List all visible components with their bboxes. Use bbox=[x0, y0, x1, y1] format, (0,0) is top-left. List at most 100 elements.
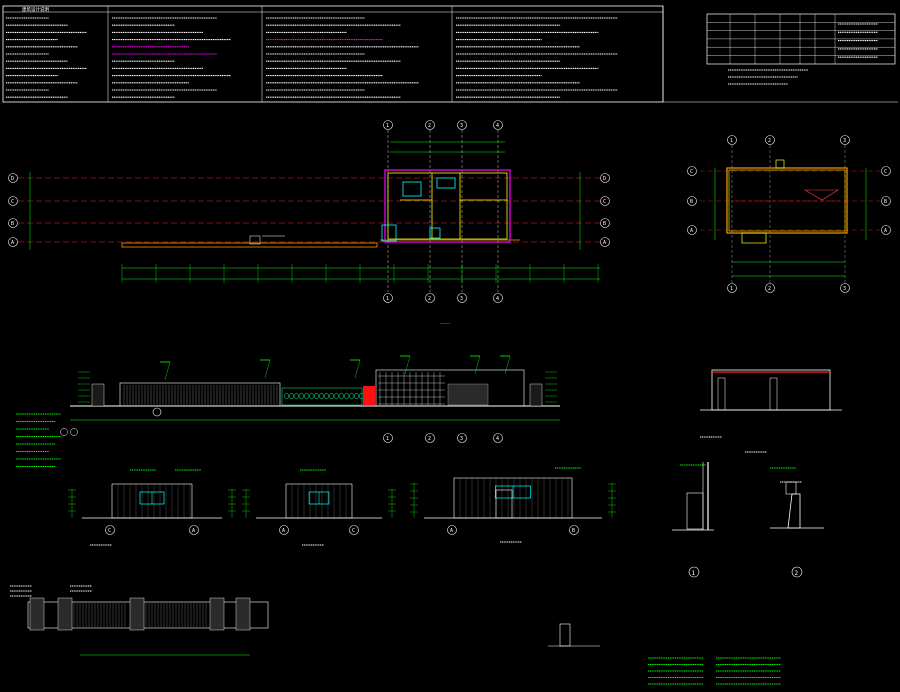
wall-details: 1 2 bbox=[672, 462, 824, 578]
axis-bubble bbox=[447, 525, 457, 535]
axis-bubble bbox=[349, 525, 359, 535]
axis-bubble-label: 2 bbox=[768, 138, 771, 144]
axis-bubble bbox=[279, 525, 289, 535]
axis-bubble bbox=[493, 433, 503, 443]
curtain-wall-grid bbox=[378, 372, 445, 405]
fence-post bbox=[129, 597, 145, 631]
axis-bubble bbox=[425, 293, 435, 303]
axis-bubble bbox=[8, 173, 18, 183]
axis-bubble-label: B bbox=[690, 199, 693, 205]
axis-bubble-label: D bbox=[11, 176, 14, 182]
axis-bubble bbox=[383, 433, 393, 443]
svg-text:2: 2 bbox=[795, 570, 799, 577]
axis-bubble bbox=[765, 135, 775, 145]
axis-bubble-label: 1 bbox=[386, 436, 389, 442]
schedule-grid bbox=[707, 14, 895, 64]
axis-bubble-label: B bbox=[11, 221, 14, 227]
axis-bubble-label: 3 bbox=[843, 286, 846, 292]
svg-text:____: ____ bbox=[440, 319, 450, 324]
axis-bubble bbox=[727, 135, 737, 145]
axis-bubble bbox=[727, 283, 737, 293]
axis-bubble bbox=[600, 196, 610, 206]
axis-bubble-label: 3 bbox=[843, 138, 846, 144]
axis-bubble-label: A bbox=[884, 228, 887, 234]
axis-bubble bbox=[425, 433, 435, 443]
axis-bubble-label: C bbox=[884, 169, 887, 175]
axis-bubble-label: 1 bbox=[730, 138, 733, 144]
drawing-line bbox=[504, 355, 511, 375]
axis-bubble bbox=[600, 173, 610, 183]
axis-bubble bbox=[425, 120, 435, 130]
gate-post-detail bbox=[548, 623, 781, 685]
axis-bubble-label: 1 bbox=[730, 286, 733, 292]
axis-bubble-label: 4 bbox=[496, 296, 499, 302]
fence-post bbox=[209, 597, 225, 631]
axis-bubble-label: 3 bbox=[460, 436, 463, 442]
axis-bubble-label: 1 bbox=[386, 123, 389, 129]
axis-bubble bbox=[189, 525, 199, 535]
axis-bubble bbox=[8, 218, 18, 228]
axis-bubble bbox=[457, 433, 467, 443]
fence-elevation bbox=[10, 585, 269, 656]
axis-bubble bbox=[383, 293, 393, 303]
axis-bubble bbox=[881, 166, 891, 176]
axis-bubble bbox=[457, 120, 467, 130]
svg-text:1: 1 bbox=[692, 570, 696, 577]
axis-bubble bbox=[600, 218, 610, 228]
fence-pattern bbox=[283, 392, 365, 400]
axis-bubble bbox=[8, 237, 18, 247]
axis-bubble bbox=[687, 166, 697, 176]
door bbox=[495, 489, 513, 519]
axis-bubble-label: 3 bbox=[460, 296, 463, 302]
axis-bubble-label: A bbox=[450, 528, 453, 534]
axis-bubble-label: A bbox=[11, 240, 14, 246]
axis-bubble-label: B bbox=[603, 221, 606, 227]
axis-bubble bbox=[840, 135, 850, 145]
axis-bubble bbox=[840, 283, 850, 293]
axis-bubble-label: A bbox=[282, 528, 285, 534]
axis-bubble-label: 4 bbox=[496, 436, 499, 442]
axis-bubble-label: C bbox=[11, 199, 14, 205]
fence-post bbox=[29, 597, 45, 631]
axis-bubble-label: 2 bbox=[428, 123, 431, 129]
axis-bubble-label: C bbox=[352, 528, 355, 534]
fence-bars bbox=[123, 385, 278, 405]
notes-text-lines bbox=[6, 17, 618, 98]
schedule-notes bbox=[728, 69, 808, 85]
symbol bbox=[60, 428, 68, 436]
axis-bubble-label: C bbox=[690, 169, 693, 175]
axis-bubble-label: A bbox=[690, 228, 693, 234]
axis-bubble bbox=[569, 525, 579, 535]
drawing-line bbox=[354, 359, 361, 379]
axis-bubble bbox=[383, 120, 393, 130]
notes-title: 建筑设计说明 bbox=[22, 6, 49, 13]
axis-bubble-label: C bbox=[108, 528, 111, 534]
drawing-line bbox=[164, 361, 171, 381]
axis-bubble-label: 2 bbox=[428, 436, 431, 442]
axis-bubble-label: B bbox=[572, 528, 575, 534]
axis-bubble bbox=[881, 196, 891, 206]
axis-bubble-label: 2 bbox=[768, 286, 771, 292]
axis-bubble-label: 3 bbox=[460, 123, 463, 129]
axis-bubble-label: 1 bbox=[386, 296, 389, 302]
axis-bubble-label: A bbox=[603, 240, 606, 246]
axis-bubble bbox=[687, 196, 697, 206]
axis-bubble-label: 4 bbox=[496, 123, 499, 129]
drawing-line bbox=[264, 359, 271, 379]
axis-bubble-label: B bbox=[884, 199, 887, 205]
fence-post bbox=[57, 597, 73, 631]
detail-marker-1 bbox=[688, 566, 700, 578]
axis-bubble bbox=[8, 196, 18, 206]
roof-plan: C C B B A A 1 1 2 2 3 3 bbox=[687, 135, 891, 293]
axis-bubble bbox=[105, 525, 115, 535]
axis-bubble bbox=[493, 120, 503, 130]
front-elevation bbox=[70, 369, 560, 417]
axis-bubble bbox=[765, 283, 775, 293]
dimension-annotations: 1 2 3 4 bbox=[16, 355, 802, 546]
axis-bubble bbox=[493, 293, 503, 303]
axis-bubble bbox=[687, 225, 697, 235]
axis-bubble bbox=[457, 293, 467, 303]
